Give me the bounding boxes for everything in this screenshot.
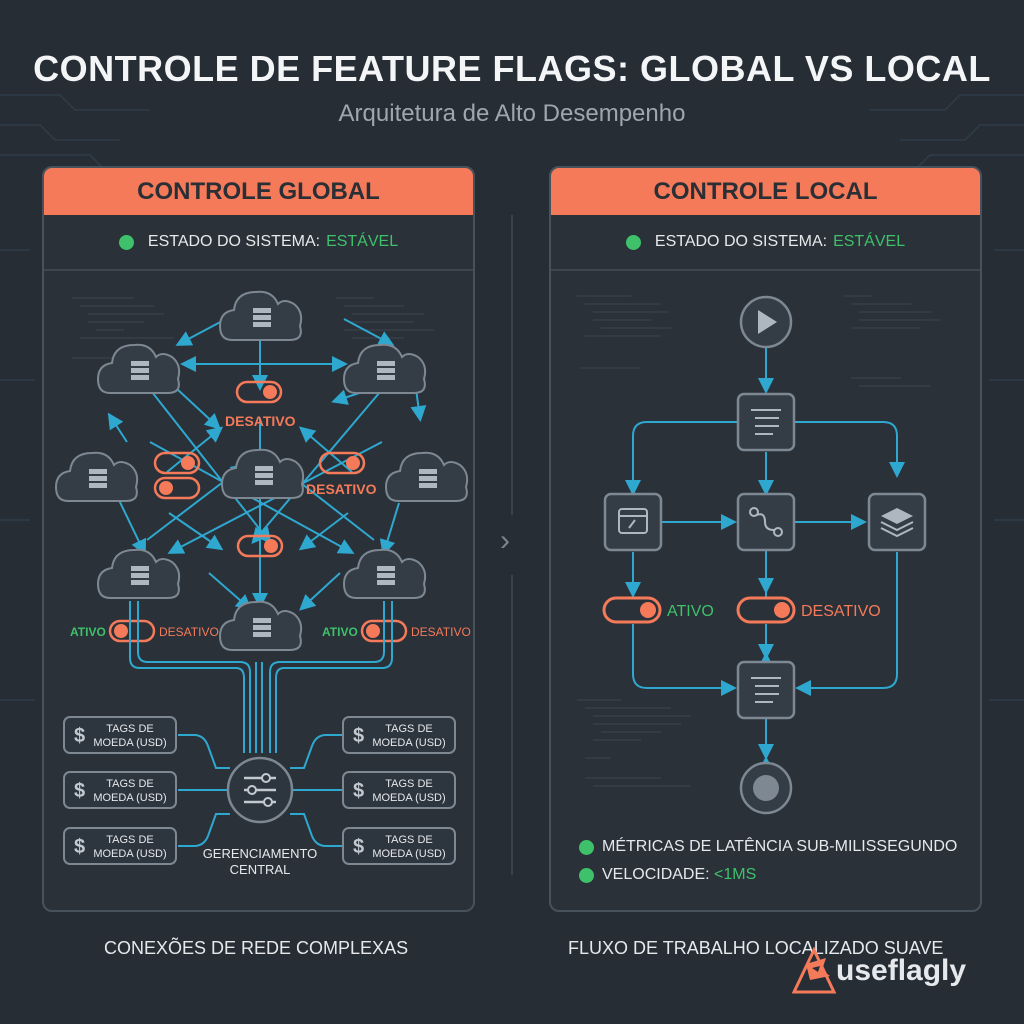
global-status-value: ESTÁVEL (326, 233, 399, 250)
local-status-row: ESTADO DO SISTEMA: ESTÁVEL (551, 215, 980, 271)
local-panel-title: CONTROLE LOCAL (551, 168, 980, 215)
cloud-server-icon (221, 448, 305, 499)
currency-tag-line1: TAGS DE (385, 834, 432, 846)
dollar-icon: $ (74, 725, 85, 747)
currency-tag-line2: MOEDA (USD) (372, 737, 445, 749)
currency-tag-line1: TAGS DE (106, 778, 153, 790)
global-control-panel: CONTROLE GLOBAL ESTADO DO SISTEMA: ESTÁV… (42, 166, 475, 912)
toggle-label-on: ATIVO (322, 625, 358, 639)
cloud-server-icon (219, 600, 303, 651)
toggle-switch-icon (153, 451, 201, 500)
dollar-icon: $ (353, 836, 364, 858)
currency-tag-line1: TAGS DE (385, 723, 432, 735)
currency-tag-line2: MOEDA (USD) (372, 848, 445, 860)
global-panel-title: CONTROLE GLOBAL (44, 168, 473, 215)
flag-logo-icon (792, 946, 837, 994)
toggle-label-off: DESATIVO (411, 625, 471, 639)
status-ok-dot (118, 234, 134, 250)
hub-label-line1: GERENCIAMENTO (203, 846, 318, 861)
toggle-switch-icon (602, 596, 662, 624)
dollar-icon: $ (353, 780, 364, 802)
brand-logo: useflagly (792, 946, 966, 994)
play-icon (739, 295, 793, 349)
currency-tag (63, 716, 456, 865)
latency-metric-text: MÉTRICAS DE LATÊNCIA SUB-MILISSEGUNDO (602, 838, 958, 855)
currency-tag-line2: MOEDA (USD) (372, 792, 445, 804)
page-title: CONTROLE DE FEATURE FLAGS: GLOBAL VS LOC… (33, 48, 991, 89)
status-ok-dot (625, 234, 641, 250)
dollar-icon: $ (74, 836, 85, 858)
page-subtitle: Arquitetura de Alto Desempenho (338, 100, 686, 127)
toggle-switch-icon (736, 596, 796, 624)
cloud-server-icon (343, 343, 427, 394)
central-management-icon (226, 756, 294, 824)
hub-label-line2: CENTRAL (230, 862, 291, 877)
status-ok-dot (579, 867, 594, 883)
svg-text:useflagly: useflagly (836, 954, 966, 987)
document-list-icon (736, 660, 796, 720)
cloud-server-icon (385, 451, 469, 502)
cloud-server-icon (219, 290, 303, 341)
cloud-server-icon (55, 451, 139, 502)
panel-divider (511, 575, 513, 875)
chevron-right-icon: › (500, 524, 510, 557)
local-workflow-diagram: ATIVO DESATIVO (577, 295, 941, 815)
toggle-label-off: DESATIVO (225, 413, 296, 429)
currency-tag-line1: TAGS DE (106, 834, 153, 846)
global-network-diagram: DESATIVO DESATIVO ATIVO DESATIVO ATIVO D… (55, 290, 471, 877)
local-status-value: ESTÁVEL (833, 233, 906, 250)
speed-metric-value: <1MS (714, 866, 757, 883)
status-ok-dot (579, 839, 594, 855)
global-caption: CONEXÕES DE REDE COMPLEXAS (104, 938, 409, 958)
toggle-label-off: DESATIVO (306, 481, 377, 497)
speed-metric-row: VELOCIDADE: <1MS (579, 866, 756, 884)
global-status-label: ESTADO DO SISTEMA: (147, 233, 321, 250)
dollar-icon: $ (353, 725, 364, 747)
brand-name-part1: use (836, 954, 888, 987)
speed-metric-label: VELOCIDADE: (602, 866, 710, 883)
toggle-switch-icon (318, 451, 366, 475)
dollar-icon: $ (74, 780, 85, 802)
brand-name-part2: flagly (888, 954, 967, 987)
currency-tag-line1: TAGS DE (385, 778, 432, 790)
toggle-switch-icon (236, 534, 284, 558)
local-status-label: ESTADO DO SISTEMA: (654, 233, 828, 250)
currency-tag-line2: MOEDA (USD) (93, 737, 166, 749)
toggle-switch-icon (108, 619, 156, 643)
latency-metric-row: MÉTRICAS DE LATÊNCIA SUB-MILISSEGUNDO (579, 838, 957, 856)
local-control-panel: CONTROLE LOCAL ESTADO DO SISTEMA: ESTÁVE… (549, 166, 982, 912)
toggle-switch-icon (235, 380, 283, 404)
workflow-route-icon (736, 492, 796, 552)
cloud-server-icon (97, 548, 181, 599)
cloud-server-icon (343, 548, 427, 599)
local-caption: FLUXO DE TRABALHO LOCALIZADO SUAVE (568, 938, 944, 958)
layers-icon (867, 492, 927, 552)
cloud-server-icon (97, 343, 181, 394)
currency-tag-line1: TAGS DE (106, 723, 153, 735)
browser-window-icon (603, 492, 663, 552)
toggle-label-off: DESATIVO (159, 625, 219, 639)
document-list-icon (736, 392, 796, 452)
toggle-label-off: DESATIVO (801, 603, 881, 620)
global-status-row: ESTADO DO SISTEMA: ESTÁVEL (44, 215, 473, 271)
currency-tag-line2: MOEDA (USD) (93, 792, 166, 804)
panel-divider (511, 215, 513, 515)
currency-tag-line2: MOEDA (USD) (93, 848, 166, 860)
toggle-label-on: ATIVO (667, 603, 714, 620)
toggle-label-on: ATIVO (70, 625, 106, 639)
stop-node-icon (739, 761, 793, 815)
